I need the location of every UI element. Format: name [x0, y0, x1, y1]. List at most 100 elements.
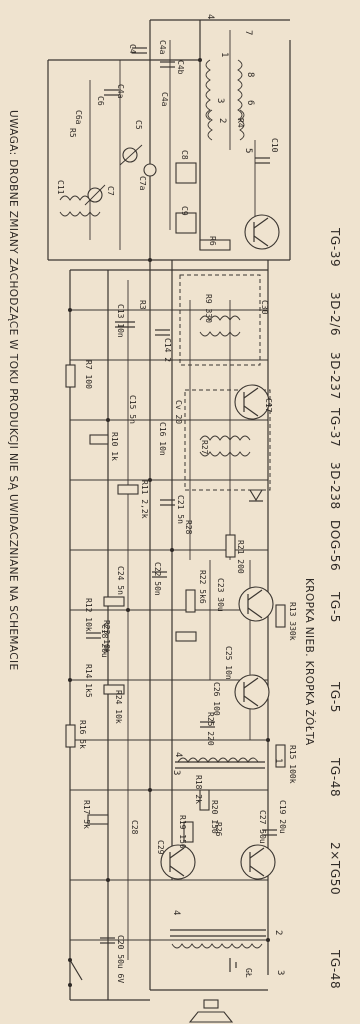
label-l9: C7 [106, 186, 115, 196]
loudspeaker [188, 999, 234, 1023]
pin-number: 4 [173, 752, 183, 757]
label-l26: R9 330 [204, 294, 213, 323]
pin-number: 1 [273, 758, 283, 763]
label-l42: C21 5n [176, 495, 185, 524]
label-l46: C24 5n [116, 566, 125, 595]
oscillator-coil [205, 59, 245, 141]
label-l30: R13 330k [288, 602, 297, 641]
pin-number: 2 [273, 930, 283, 935]
transistor-type-8: TG-5 [328, 681, 342, 713]
label-l22: C15 5n [128, 395, 137, 424]
label-l27: R10 1k [110, 432, 119, 461]
battery [229, 958, 237, 972]
label-l28: R11 2,2k [140, 480, 149, 519]
production-change-note: UWAGA: DROBNE ZMIANY ZACHODZĄCE W TOKU P… [7, 110, 19, 671]
label-l44: R22 5k6 [198, 570, 207, 604]
detector-diode [249, 489, 263, 502]
label-l33: R15 100k [288, 745, 297, 784]
pin-number: 8 [245, 72, 255, 77]
transistor-type-9: TG-48 [328, 757, 342, 797]
pin-number: 2 [217, 118, 227, 123]
label-l39: R19 150 [178, 815, 187, 849]
resistors [65, 162, 286, 843]
label-l18: R6 [208, 236, 217, 246]
pin-number: 4 [171, 910, 181, 915]
label-l23: Cv 20 [174, 400, 183, 424]
label-l32: R14 1k5 [84, 664, 93, 698]
pin-number: 1 [219, 52, 229, 57]
transistor-t3 [238, 586, 274, 622]
label-l5: C4a [160, 92, 169, 107]
label-l37: C19 20u [278, 800, 287, 834]
label-l3: C4a [158, 40, 167, 55]
label-l49: R24 10k [114, 690, 123, 724]
label-l52: C27 50u [258, 810, 267, 844]
component-labels: C4 C4a C4a C4b C4a C5 C6 C6a C7 C7a C8 C… [56, 40, 297, 983]
label-l38: C20 50u 6V [116, 935, 125, 983]
pin-number: 3 [171, 770, 181, 775]
label-l4: C4b [176, 60, 185, 75]
transistor-type-3: 3D-237 [328, 352, 342, 400]
label-l15: R3 [138, 300, 147, 310]
label-l51: C26 100 [212, 682, 221, 716]
label-l8: C6a [74, 110, 83, 125]
variable-capacitor-gang [84, 144, 157, 206]
label-l34: R16 5k [78, 720, 87, 749]
transistor-type-list: TG-39 3D-2/6 3D-237 TG-37 3D-238 DOG-56 … [328, 227, 342, 989]
label-l54: C29 [156, 840, 165, 855]
label-l53: C28 [130, 820, 139, 835]
transistor-type-5: 3D-238 [328, 462, 342, 510]
transistor-t5 [160, 844, 196, 880]
label-l48: C25 10n [224, 646, 233, 680]
label-l55: R26 [214, 822, 223, 837]
label-l40: R20 150 [210, 800, 219, 834]
label-l29: R12 10k [84, 598, 93, 632]
label-l16: R4 [236, 118, 245, 128]
label-l24: C16 10n [158, 422, 167, 456]
label-l20: C13 10n [116, 304, 125, 338]
output-transformer [170, 929, 266, 949]
label-l12: C9 [180, 206, 189, 216]
transistor-type-2: 3D-2/6 [328, 292, 342, 336]
label-l45: C23 30u [216, 578, 225, 612]
label-l10: C7a [138, 176, 147, 191]
power-switch [68, 958, 83, 987]
if-transformer-box-1 [179, 274, 261, 366]
label-l31: C18 20u [100, 624, 109, 658]
transistor-type-1: TG-39 [328, 227, 342, 267]
pin-number: 6 [245, 100, 255, 105]
label-l7: C6 [96, 96, 105, 106]
label-l1: C4 [128, 44, 137, 54]
label-l35: R17 5k [82, 800, 91, 829]
label-l57: R27 [200, 440, 209, 455]
label-l25: C17 [264, 398, 273, 413]
label-l58: R28 [184, 520, 193, 535]
label-l11: C8 [180, 150, 189, 160]
dot-colour-note: KROPKA NIEB. KROPKA ŻÓŁTA [303, 578, 316, 746]
label-l21: C14 2 [163, 338, 172, 362]
pin-number: 7 [243, 30, 253, 35]
label-l43: C22 50n [153, 562, 162, 596]
transistor-type-7: TG-5 [328, 591, 342, 623]
transistor-t6 [240, 844, 276, 880]
label-l6: C5 [134, 120, 143, 130]
transistor-type-11: TG-48 [328, 949, 342, 989]
pin-number: 5 [243, 148, 253, 153]
audio-transformer-1 [175, 757, 265, 769]
transistor-type-10: 2×TG50 [328, 842, 342, 895]
transistor-type-6: DOG-56 [328, 520, 342, 571]
label-l41: R21 200 [236, 540, 245, 574]
transistor-t2 [234, 384, 270, 420]
label-l59: GŁ [244, 968, 253, 978]
label-l17: R5 [68, 128, 77, 138]
transistor-type-4: TG-37 [328, 407, 342, 447]
pin-number: 3 [215, 98, 225, 103]
if-coil-2 [199, 435, 251, 457]
label-l47: R23 10k [102, 620, 111, 654]
transistor-t1 [244, 214, 280, 250]
pin-number: 3 [275, 970, 285, 975]
transistor-t4 [234, 674, 270, 710]
label-l2: C4a [116, 84, 125, 99]
label-l50: R25 220 [206, 712, 215, 746]
